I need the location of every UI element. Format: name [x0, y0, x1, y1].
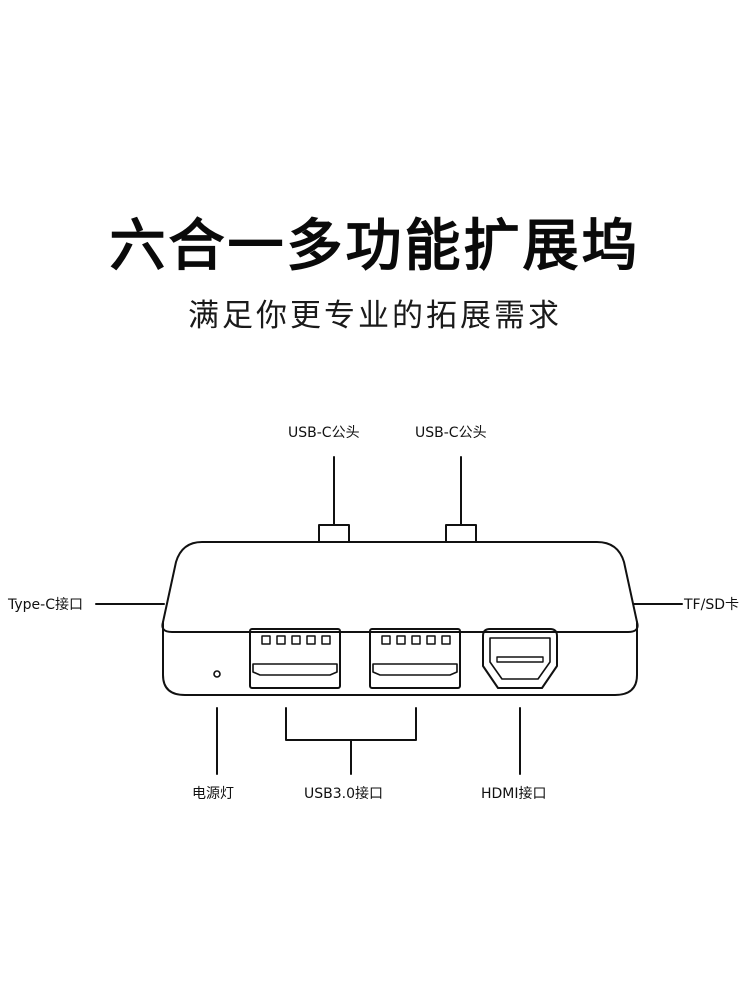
label-typec-port: Type-C接口: [8, 597, 83, 613]
usb30-port-1: [249, 628, 341, 689]
label-usbc-male-left: USB-C公头: [288, 425, 360, 441]
label-usbc-male-right: USB-C公头: [415, 425, 487, 441]
hdmi-port: [482, 628, 558, 689]
hub-top-surface: [161, 541, 639, 633]
leader-usb30: [285, 707, 417, 741]
usbc-plug-right: [445, 524, 477, 543]
label-tf-sd: TF/SD卡: [684, 597, 739, 613]
power-led: [213, 670, 221, 678]
page-subtitle: 满足你更专业的拓展需求: [188, 298, 562, 334]
usbc-plug-left: [318, 524, 350, 543]
usb30-port-2: [369, 628, 461, 689]
hub-front-face: [162, 621, 638, 696]
label-usb30-ports: USB3.0接口: [304, 786, 384, 802]
label-power-led: 电源灯: [192, 786, 234, 802]
page-title: 六合一多功能扩展坞: [109, 214, 641, 279]
label-hdmi-port: HDMI接口: [481, 786, 547, 802]
